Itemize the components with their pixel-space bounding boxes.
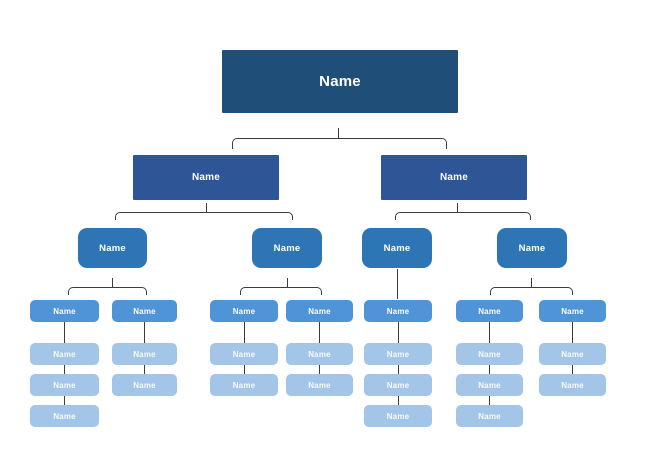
org-node-l5-col3-row2[interactable]: Name: [210, 374, 278, 396]
connector-col6-b: [489, 365, 490, 374]
org-node-l5-col3-row1[interactable]: Name: [210, 343, 278, 365]
org-node-l3-1[interactable]: Name: [78, 228, 147, 268]
org-node-l5-col4-row2[interactable]: Name: [286, 374, 353, 396]
connector-col3-b: [244, 365, 245, 374]
org-node-root[interactable]: Name: [222, 50, 458, 113]
org-node-l3-4[interactable]: Name: [497, 228, 567, 268]
connector-rail-root: [232, 138, 447, 149]
connector-col5-b: [398, 365, 399, 374]
connector-rail-l2-left: [115, 212, 293, 220]
org-node-l4-col3[interactable]: Name: [210, 300, 278, 322]
org-node-l5-col7-row1[interactable]: Name: [539, 343, 606, 365]
connector-stub-l3-2: [287, 278, 288, 287]
connector-col7-a: [572, 322, 573, 343]
connector-rail-l3-4: [490, 287, 573, 295]
org-node-l5-col6-row1[interactable]: Name: [456, 343, 523, 365]
org-node-l4-col7[interactable]: Name: [539, 300, 606, 322]
connector-stub-l2-left: [206, 203, 207, 212]
connector-col6-a: [489, 322, 490, 343]
org-node-l5-col2-row2[interactable]: Name: [112, 374, 177, 396]
org-node-l4-col1[interactable]: Name: [30, 300, 99, 322]
connector-stub-l2-right: [457, 203, 458, 212]
org-node-l5-col5-row1[interactable]: Name: [364, 343, 432, 365]
connector-col1-a: [64, 322, 65, 343]
connector-stub-l3-4: [531, 278, 532, 287]
org-node-l4-col6[interactable]: Name: [456, 300, 523, 322]
connector-col1-b: [64, 365, 65, 374]
org-node-l5-col6-row3[interactable]: Name: [456, 405, 523, 427]
org-node-l5-col2-row1[interactable]: Name: [112, 343, 177, 365]
connector-col6-c: [489, 396, 490, 405]
connector-col3-a: [244, 322, 245, 343]
connector-col2-a: [144, 322, 145, 343]
org-node-l2-left[interactable]: Name: [133, 155, 279, 200]
org-node-l5-col5-row3[interactable]: Name: [364, 405, 432, 427]
connector-col5-c: [398, 396, 399, 405]
org-node-l5-col1-row3[interactable]: Name: [30, 405, 99, 427]
org-node-l5-col4-row1[interactable]: Name: [286, 343, 353, 365]
connector-stub-root: [338, 128, 339, 138]
org-node-l3-3[interactable]: Name: [362, 228, 432, 268]
connector-col4-b: [319, 365, 320, 374]
org-node-l5-col6-row2[interactable]: Name: [456, 374, 523, 396]
connector-rail-l2-right: [395, 212, 531, 220]
connector-stub-l3-1: [112, 278, 113, 287]
connector-col7-b: [572, 365, 573, 374]
org-node-l5-col7-row2[interactable]: Name: [539, 374, 606, 396]
org-node-l4-col2[interactable]: Name: [112, 300, 177, 322]
connector-rail-l3-2: [240, 287, 322, 295]
connector-col2-b: [144, 365, 145, 374]
org-node-l4-col5[interactable]: Name: [364, 300, 432, 322]
connector-col1-c: [64, 396, 65, 405]
connector-col5-a: [398, 322, 399, 343]
org-node-l5-col5-row2[interactable]: Name: [364, 374, 432, 396]
org-node-l3-2[interactable]: Name: [252, 228, 322, 268]
connector-rail-l3-1: [68, 287, 147, 295]
connector-col4-a: [319, 322, 320, 343]
org-node-l2-right[interactable]: Name: [381, 155, 527, 200]
org-node-l5-col1-row1[interactable]: Name: [30, 343, 99, 365]
org-node-l4-col4[interactable]: Name: [286, 300, 353, 322]
org-node-l5-col1-row2[interactable]: Name: [30, 374, 99, 396]
connector-line-l3-3: [397, 269, 398, 299]
